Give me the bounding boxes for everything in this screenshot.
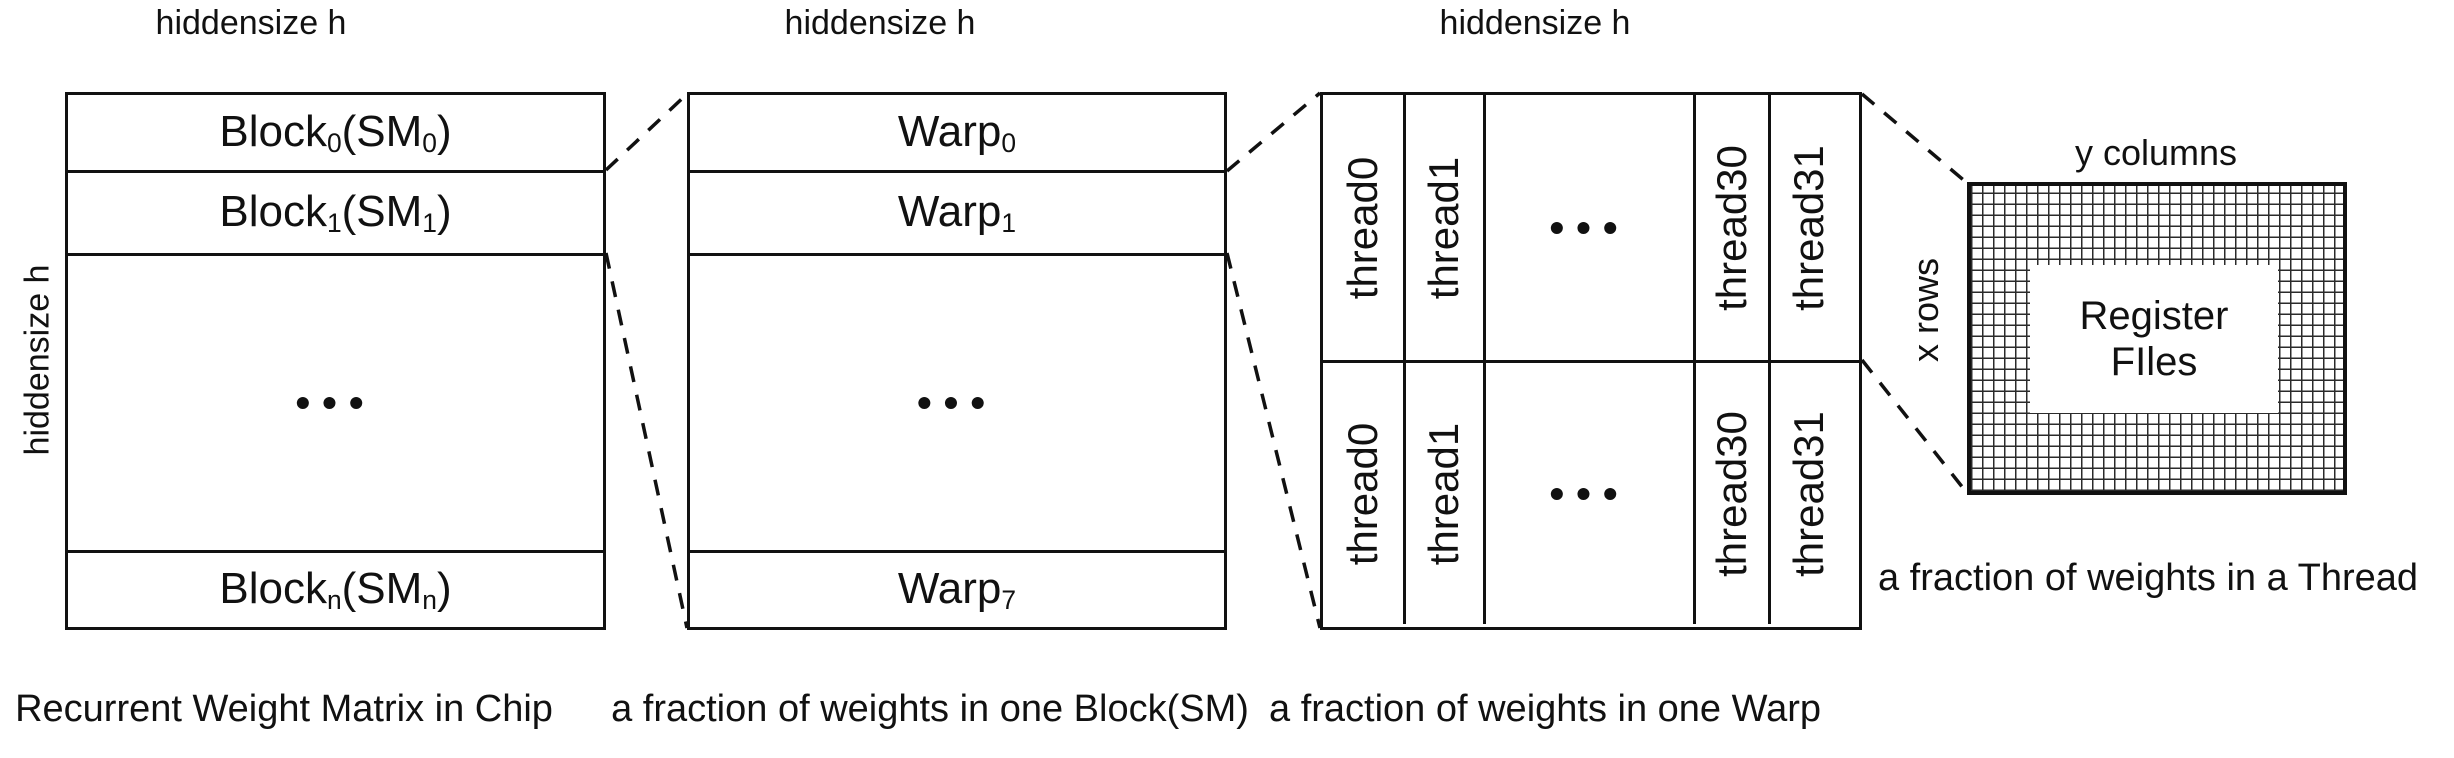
row-label-part: Warp <box>897 564 1002 614</box>
matrix-row-warp7: Warp7 <box>690 550 1224 627</box>
matrix-row-block0: Block0(SM0) <box>68 95 603 170</box>
caption-warp-fraction: a fraction of weights in one Warp <box>1269 688 1821 730</box>
hiddensize-left-label: hiddensize h <box>18 264 57 456</box>
row-label-part: ) <box>436 564 452 614</box>
connector-line <box>604 92 689 172</box>
row-label-part: Block <box>219 564 327 614</box>
matrix-row-ellipsis: ••• <box>68 253 603 550</box>
row-label-subscript: 1 <box>326 207 342 238</box>
caption-chip-matrix: Recurrent Weight Matrix in Chip <box>15 688 553 730</box>
matrix-row-blockn: Blockn(SMn) <box>68 550 603 627</box>
row-label-subscript: 1 <box>1001 207 1017 238</box>
row-label-part: (SM <box>341 187 423 237</box>
register-files-box: Register FIles <box>1967 182 2347 495</box>
thread-label: thread1 <box>1420 156 1468 299</box>
row-label: Warp0 <box>898 107 1016 159</box>
thread-label: thread31 <box>1785 410 1832 577</box>
thread-cell: thread1 <box>1403 363 1483 624</box>
row-label-part: ) <box>436 106 452 156</box>
thread-cell: thread30 <box>1693 95 1768 360</box>
thread-cell: thread31 <box>1768 95 1847 360</box>
row-label-subscript: n <box>422 584 437 615</box>
row-label: Blockn(SMn) <box>219 564 451 616</box>
row-label-part: Block <box>219 187 327 237</box>
row-label-subscript: n <box>326 584 342 615</box>
row-label-subscript: 0 <box>1001 127 1017 158</box>
matrix-row-warp0: Warp0 <box>690 95 1224 170</box>
row-label-part: (SM <box>341 564 423 614</box>
row-label-subscript: 0 <box>326 127 342 158</box>
thread-cell-ellipsis: ••• <box>1483 95 1693 360</box>
thread-cell-ellipsis: ••• <box>1483 363 1693 624</box>
row-label-subscript: 1 <box>422 207 437 238</box>
row-label: Warp7 <box>898 564 1016 616</box>
row-label-part: Warp <box>897 106 1002 156</box>
thread-label: thread1 <box>1420 422 1468 565</box>
connector-line <box>1860 92 1969 185</box>
connector-line <box>1225 91 1322 173</box>
thread-row-bottom: thread0 thread1 ••• thread30 thread31 <box>1323 360 1859 624</box>
row-label-part: (SM <box>341 106 423 156</box>
hiddensize-top-label-block: hiddensize h <box>784 4 976 42</box>
connector-line <box>604 252 689 629</box>
ellipsis-dots: ••• <box>295 379 376 426</box>
thread-cell: thread1 <box>1403 95 1483 360</box>
row-label-part: Warp <box>897 187 1002 237</box>
y-columns-label: y columns <box>2074 132 2238 173</box>
ellipsis-dots: ••• <box>916 379 998 426</box>
row-label-subscript: 0 <box>422 127 437 158</box>
caption-thread-fraction: a fraction of weights in a Thread <box>1877 557 2419 599</box>
thread-cell: thread0 <box>1323 363 1403 624</box>
row-label-part: Block <box>219 106 327 156</box>
thread-label: thread0 <box>1339 422 1387 565</box>
thread-label: thread30 <box>1708 144 1755 311</box>
row-label: Warp1 <box>898 187 1016 239</box>
row-label-part: ) <box>436 187 452 237</box>
caption-block-fraction: a fraction of weights in one Block(SM) <box>611 688 1249 730</box>
matrix-row-block1: Block1(SM1) <box>68 170 603 253</box>
chip-matrix-box: Block0(SM0) Block1(SM1) ••• Blockn(SMn) <box>65 92 606 630</box>
thread-row-top: thread0 thread1 ••• thread30 thread31 <box>1323 95 1859 360</box>
row-label-subscript: 7 <box>1001 584 1017 615</box>
register-files-label-line2: FIles <box>2110 340 2198 384</box>
connector-line <box>1225 252 1322 629</box>
connector-line <box>1860 358 1969 495</box>
warp-thread-box: thread0 thread1 ••• thread30 thread31 th… <box>1320 92 1862 630</box>
thread-label: thread30 <box>1708 410 1755 577</box>
row-label: Block0(SM0) <box>219 107 451 159</box>
row-label: Block1(SM1) <box>219 187 451 239</box>
ellipsis-dots: ••• <box>1549 203 1630 251</box>
thread-label: thread0 <box>1339 156 1387 299</box>
thread-label: thread31 <box>1785 144 1832 311</box>
register-files-label-line1: Register <box>2079 294 2229 338</box>
matrix-row-ellipsis: ••• <box>690 253 1224 550</box>
thread-cell: thread30 <box>1693 363 1768 624</box>
thread-cell: thread31 <box>1768 363 1847 624</box>
block-sm-box: Warp0 Warp1 ••• Warp7 <box>687 92 1227 630</box>
register-files-label: Register FIles <box>2030 265 2278 413</box>
ellipsis-dots: ••• <box>1549 469 1630 517</box>
hiddensize-top-label-chip: hiddensize h <box>155 4 347 42</box>
x-rows-label: x rows <box>1905 257 1946 363</box>
thread-cell: thread0 <box>1323 95 1403 360</box>
hiddensize-top-label-warp: hiddensize h <box>1439 4 1631 42</box>
matrix-row-warp1: Warp1 <box>690 170 1224 253</box>
